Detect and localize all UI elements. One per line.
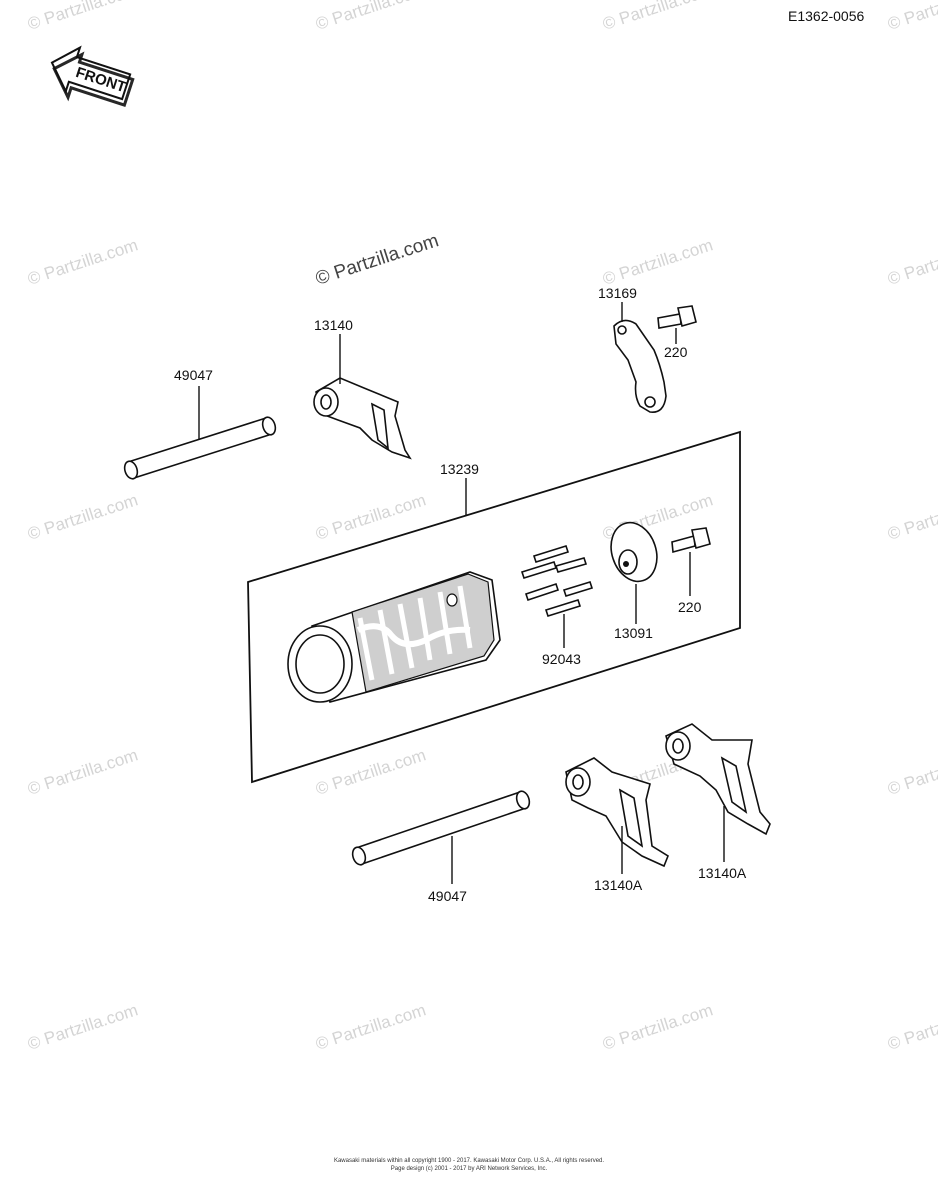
front-arrow-icon: FRONT [50, 45, 135, 107]
watermark: © Partzilla.com [885, 1000, 938, 1053]
watermark: © Partzilla.com [25, 235, 140, 288]
pins [520, 545, 594, 617]
fork-a-2 [665, 723, 771, 836]
shift-drum [287, 571, 501, 703]
part-label-shaft-bottom: 49047 [428, 888, 467, 904]
watermark-layer: © Partzilla.com © Partzilla.com © Partzi… [25, 0, 938, 1054]
part-label-holder: 13091 [614, 625, 653, 641]
fork-a-1 [565, 757, 669, 868]
footer-copyright: Kawasaki materials within all copyright … [333, 1158, 605, 1164]
part-label-shaft-top: 49047 [174, 367, 213, 383]
fork-top [313, 377, 412, 460]
watermark: © Partzilla.com [313, 745, 428, 798]
footer-design: Page design (c) 2001 - 2017 by ARI Netwo… [390, 1166, 548, 1172]
part-label-drum-assy: 13239 [440, 461, 479, 477]
part-label-bolt-top: 220 [664, 344, 688, 360]
watermark: © Partzilla.com [313, 0, 428, 34]
watermark: © Partzilla.com [885, 235, 938, 288]
watermark: © Partzilla.com [885, 490, 938, 543]
watermark: © Partzilla.com [885, 745, 938, 798]
part-label-pins: 92043 [542, 651, 581, 667]
watermark-main: © Partzilla.com [313, 230, 441, 290]
part-label-bolt-mid: 220 [678, 599, 702, 615]
watermark: © Partzilla.com [885, 0, 938, 34]
watermark: © Partzilla.com [313, 1000, 428, 1053]
watermark: © Partzilla.com [313, 490, 428, 543]
part-label-fork-top: 13140 [314, 317, 353, 333]
diagram-code: E1362-0056 [788, 8, 865, 24]
assembly-frame [247, 430, 741, 784]
part-label-plate: 13169 [598, 285, 637, 301]
watermark: © Partzilla.com [600, 0, 715, 34]
shaft-bottom [351, 790, 531, 866]
part-label-fork-a2: 13140A [698, 865, 747, 881]
watermark: © Partzilla.com [25, 1000, 140, 1053]
shaft-top [123, 416, 277, 480]
watermark: © Partzilla.com [600, 1000, 715, 1053]
watermark: © Partzilla.com [25, 0, 140, 34]
watermark: © Partzilla.com [25, 490, 140, 543]
bolt-mid [671, 527, 711, 554]
plate [613, 319, 667, 413]
bolt-top [657, 305, 697, 329]
watermark: © Partzilla.com [25, 745, 140, 798]
holder [610, 521, 658, 583]
part-label-fork-a1: 13140A [594, 877, 643, 893]
watermark: © Partzilla.com [600, 235, 715, 288]
